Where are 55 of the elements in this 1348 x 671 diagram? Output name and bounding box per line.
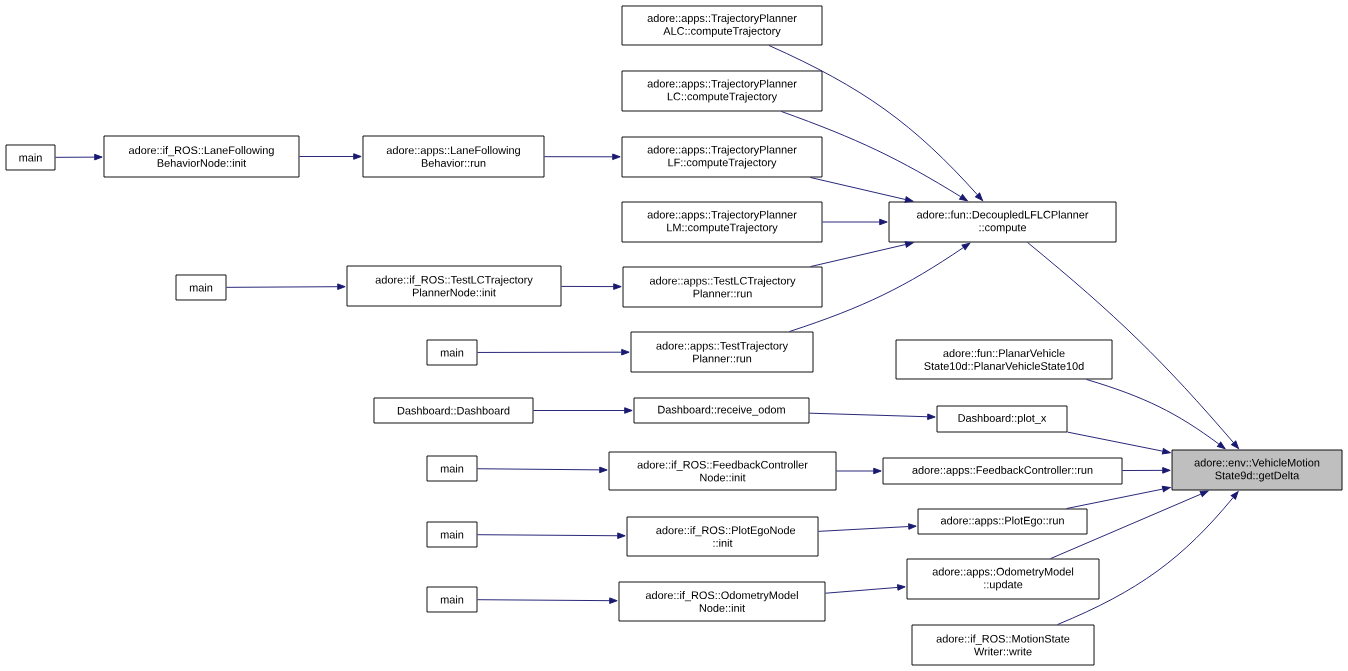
arrow — [1122, 467, 1171, 474]
arrow — [1027, 242, 1239, 449]
arrow — [299, 153, 362, 160]
arrow — [836, 467, 882, 475]
function-box: adore::apps::TrajectoryPlanner LF::computeTrajectory — [621, 136, 823, 178]
function-box: Dashboard::Dashboard — [373, 397, 534, 424]
arrow — [789, 242, 971, 332]
arrow — [544, 153, 621, 161]
function-box: adore::fun::PlanarVehicle State10d::PlanarVehicleState10d — [895, 339, 1113, 380]
arrow — [809, 412, 936, 420]
arrow — [810, 241, 914, 267]
function-box: main — [5, 144, 56, 171]
function-box: adore::if_ROS::PlotEgoNode ::init — [626, 516, 819, 557]
arrow — [477, 597, 618, 604]
function-box: main — [426, 521, 478, 548]
function-box: main — [426, 455, 478, 482]
arrow — [780, 111, 968, 202]
function-box: adore::apps::TestTrajectory Planner::run — [630, 331, 814, 373]
arrow — [55, 153, 103, 161]
function-box: adore::apps::LaneFollowing Behavior::run — [362, 135, 545, 178]
function-box: adore::apps::TrajectoryPlanner LM::computeTrajectory — [621, 201, 823, 243]
arrow — [477, 348, 630, 356]
arrow — [1050, 490, 1209, 559]
arrow — [825, 584, 906, 594]
arrow — [1057, 491, 1239, 625]
arrow — [477, 532, 626, 539]
arrow — [818, 523, 917, 532]
function-box: Dashboard::receive_odom — [633, 397, 810, 424]
arrow — [1067, 431, 1171, 455]
arrow — [533, 407, 633, 414]
function-box: adore::env::VehicleMotion State9d::getDelta — [1171, 449, 1343, 491]
arrow — [1066, 485, 1171, 509]
function-box: adore::apps::PlotEgo::run — [917, 508, 1088, 535]
function-box: adore::if_ROS::TestLCTrajectory PlannerNode::init — [346, 265, 562, 307]
function-box: adore::apps::FeedbackController::run — [882, 457, 1123, 485]
function-box: adore::apps::TestLCTrajectory Planner::run — [622, 266, 823, 308]
function-box: adore::apps::TrajectoryPlanner LC::computeTrajectory — [621, 70, 823, 112]
function-box: Dashboard::plot_x — [936, 405, 1068, 433]
function-box: adore::fun::DecoupledLFLCPlanner ::compute — [888, 201, 1117, 243]
arrow — [1086, 379, 1226, 450]
function-box: adore::if_ROS::FeedbackController Node::init — [608, 451, 837, 491]
function-box: adore::if_ROS::OdometryModel Node::init — [618, 581, 826, 622]
arrow — [822, 218, 888, 226]
function-box: adore::apps::TrajectoryPlanner ALC::computeTrajectory — [621, 5, 823, 46]
arrow — [226, 283, 346, 290]
function-box: main — [175, 274, 227, 301]
arrow — [809, 177, 914, 203]
function-box: main — [426, 339, 478, 366]
function-box: main — [426, 586, 478, 613]
function-box: adore::if_ROS::MotionState Writer::write — [911, 624, 1095, 666]
function-box: adore::if_ROS::LaneFollowing BehaviorNode::init — [103, 135, 300, 178]
arrow — [768, 45, 984, 201]
function-box: adore::apps::OdometryModel ::update — [906, 558, 1100, 600]
arrow — [477, 466, 608, 474]
arrow — [561, 283, 622, 290]
